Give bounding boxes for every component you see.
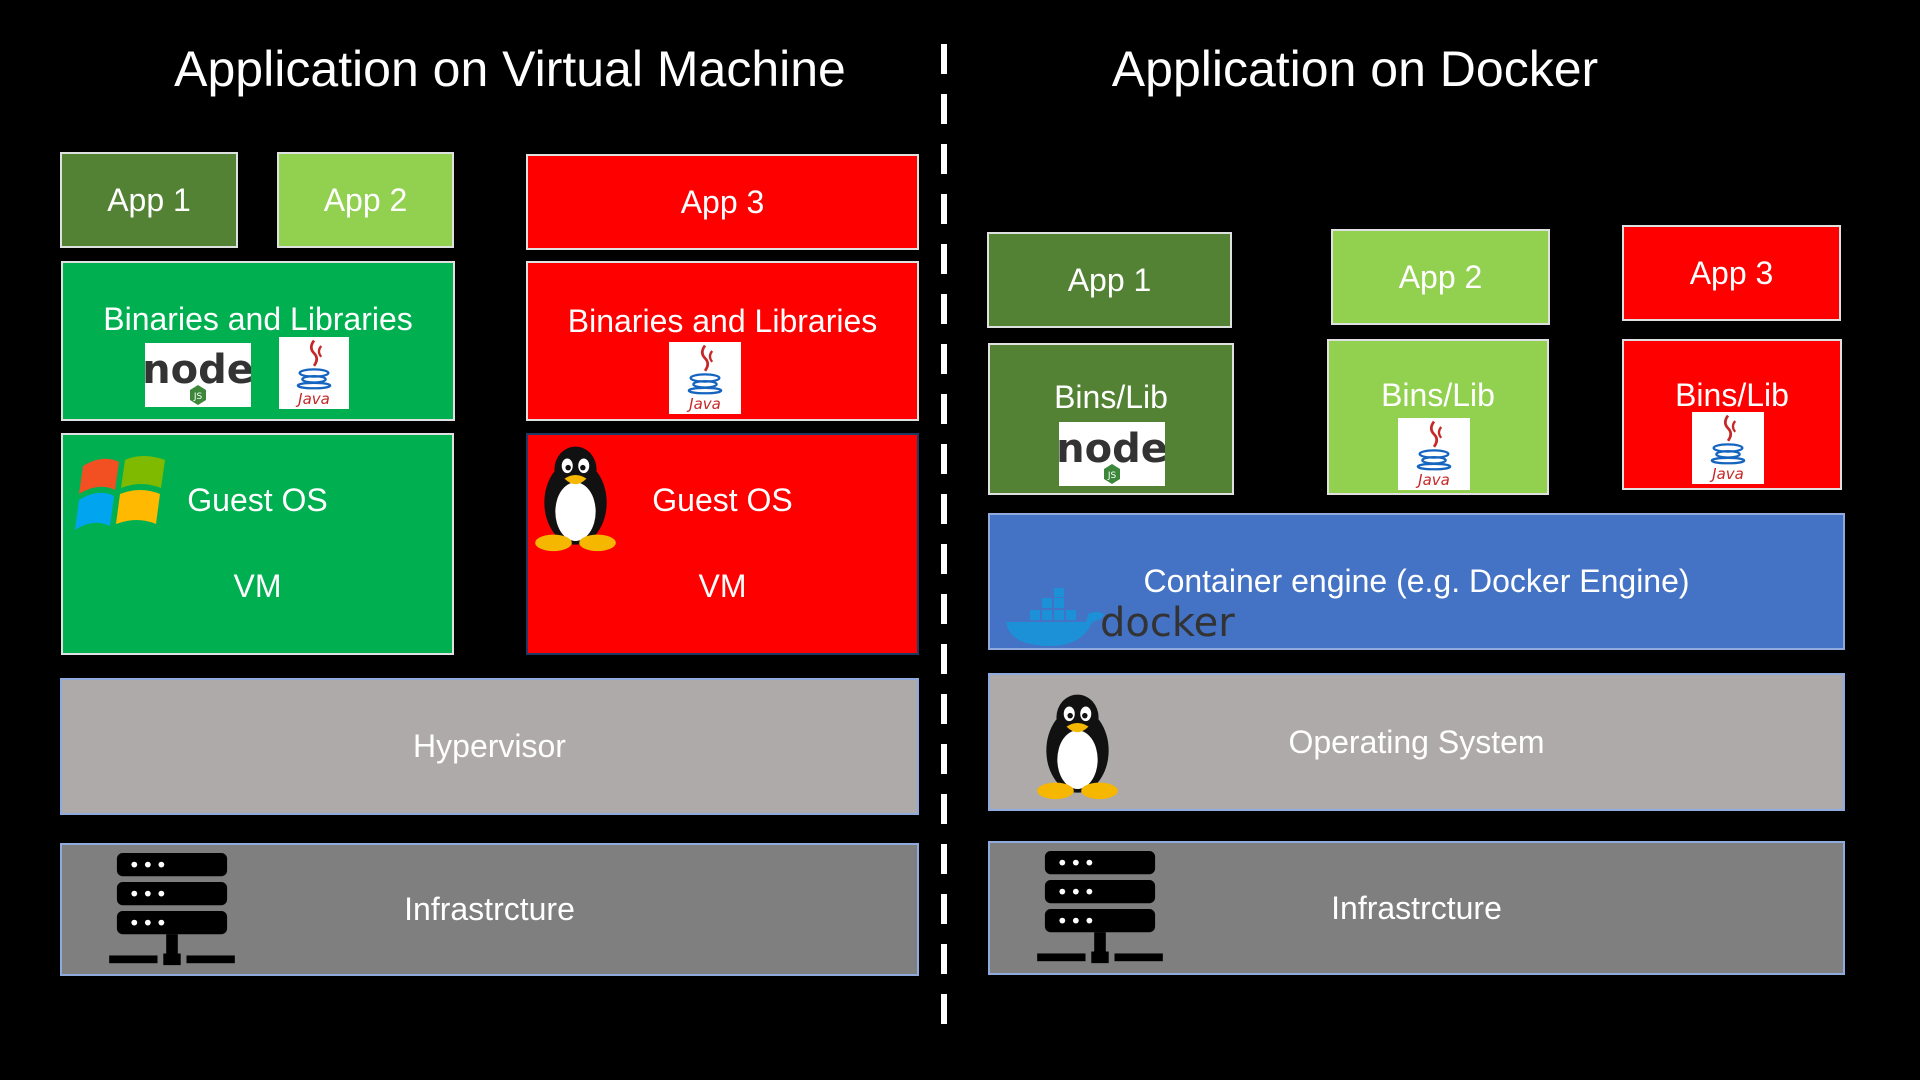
section-divider — [941, 44, 947, 1044]
docker-app-2-block: App 2 — [1331, 229, 1550, 325]
container-engine-block: Container engine (e.g. Docker Engine) — [988, 513, 1845, 650]
java-logo-icon: Java — [279, 337, 349, 409]
vm-infrastructure-label: Infrastrcture — [404, 891, 575, 927]
docker-app-1-block: App 1 — [987, 232, 1232, 328]
linux-penguin-icon — [1030, 690, 1125, 800]
vm-bins-libs-right-label: Binaries and Libraries — [567, 303, 878, 339]
container-engine-label: Container engine (e.g. Docker Engine) — [1143, 563, 1690, 599]
docker-app-3-block: App 3 — [1622, 225, 1841, 321]
operating-system-block: Operating System — [988, 673, 1845, 811]
vm-app-3-block: App 3 — [526, 154, 919, 250]
java-logo-text: Java — [1415, 471, 1450, 489]
vm-app-1-block: App 1 — [60, 152, 238, 248]
vm-bins-libs-left-label: Binaries and Libraries — [103, 301, 413, 337]
nodejs-badge-text: JS — [1107, 471, 1117, 481]
docker-bins-3-label: Bins/Lib — [1675, 377, 1789, 413]
docker-app-3-label: App 3 — [1689, 254, 1774, 291]
vm-app-2-block: App 2 — [277, 152, 454, 248]
vm-app-2-label: App 2 — [323, 181, 408, 218]
docker-app-1-label: App 1 — [1067, 261, 1152, 298]
nodejs-logo-icon: node JS — [1059, 422, 1165, 486]
java-logo-icon: Java — [1398, 418, 1470, 490]
docker-section-title: Application on Docker — [1111, 41, 1599, 97]
server-icon — [1035, 851, 1165, 967]
hypervisor-label: Hypervisor — [413, 728, 566, 764]
docker-bins-1-label: Bins/Lib — [1054, 379, 1168, 415]
docker-app-2-label: App 2 — [1398, 258, 1483, 295]
server-icon — [107, 853, 237, 969]
hypervisor-block: Hypervisor — [60, 678, 919, 815]
java-logo-text: Java — [295, 390, 330, 408]
vm-app-3-label: App 3 — [680, 183, 765, 220]
operating-system-label: Operating System — [1288, 723, 1545, 760]
vm-guest-os-left-label: Guest OS — [187, 482, 328, 518]
vm-left-vm-label: VM — [233, 568, 282, 604]
nodejs-badge-text: JS — [193, 392, 203, 402]
java-logo-icon: Java — [669, 342, 741, 414]
docker-bins-2-label: Bins/Lib — [1381, 377, 1495, 413]
vm-bins-libs-left-block: Binaries and Libraries — [61, 261, 455, 421]
java-logo-text: Java — [686, 395, 721, 413]
java-logo-icon: Java — [1692, 412, 1764, 484]
vm-section-title: Application on Virtual Machine — [174, 41, 846, 97]
java-logo-text: Java — [1709, 465, 1744, 483]
nodejs-logo-icon: node JS — [145, 343, 251, 407]
vm-app-1-label: App 1 — [107, 181, 191, 218]
docker-logo-text: docker — [1100, 600, 1235, 646]
docker-infrastructure-label: Infrastrcture — [1331, 889, 1502, 926]
docker-logo-icon: docker — [1000, 588, 1240, 648]
vm-guest-os-right-label: Guest OS — [652, 482, 793, 518]
vm-right-vm-label: VM — [698, 568, 747, 604]
